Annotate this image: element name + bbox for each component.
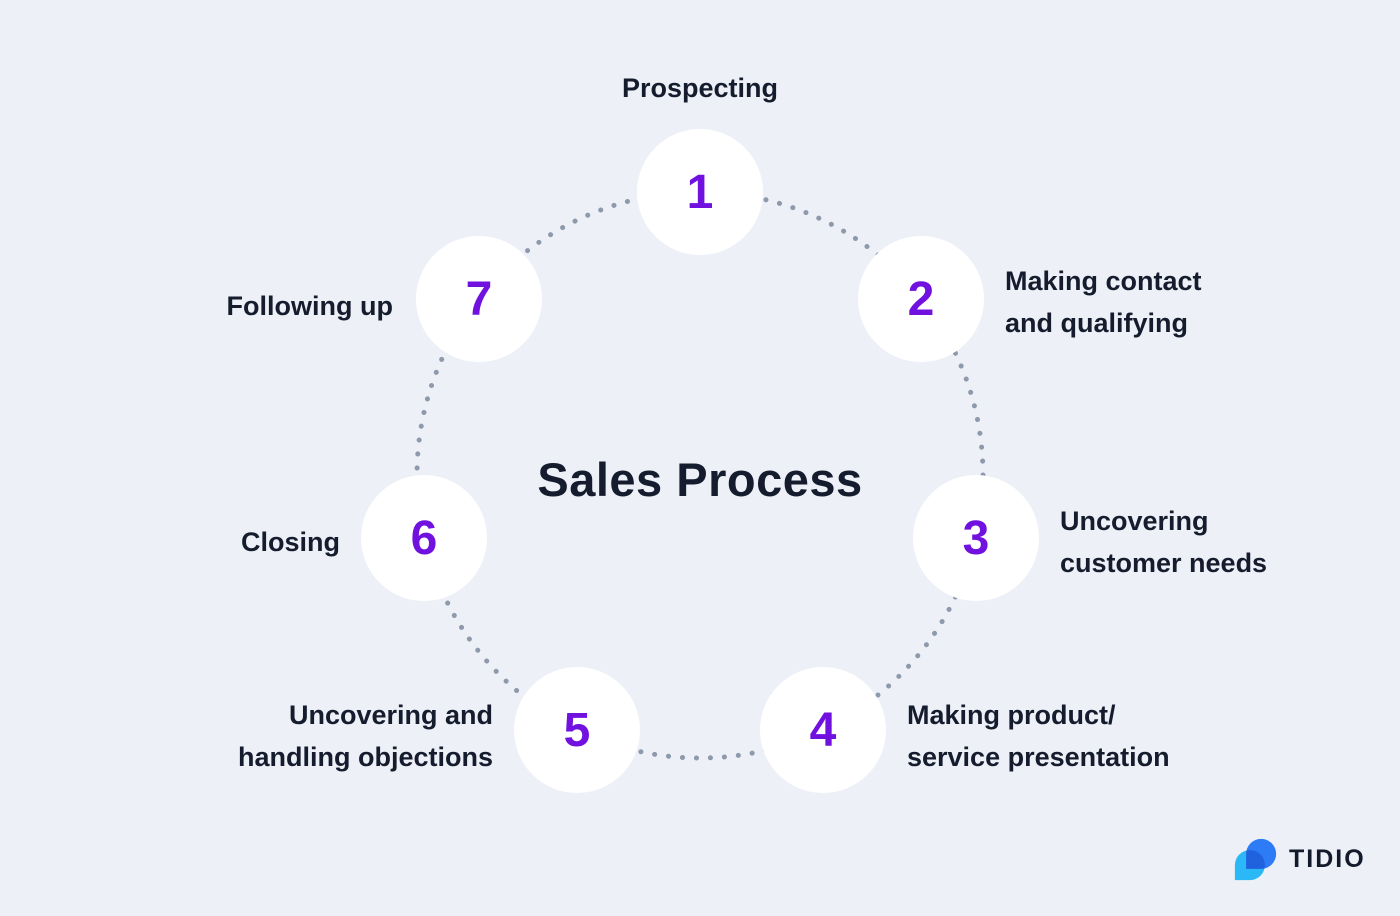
step-1-label-line: Prospecting xyxy=(621,73,779,103)
tidio-wordmark: TIDIO xyxy=(1289,845,1366,873)
step-7-number: 7 xyxy=(465,272,493,326)
step-4-number: 4 xyxy=(809,703,837,757)
step-6-number: 6 xyxy=(410,511,438,565)
step-3-label-line: Uncovering xyxy=(1060,506,1209,536)
step-5-label: Uncovering and handling objections xyxy=(133,694,493,778)
step-3-label-line: customer needs xyxy=(1060,548,1268,578)
step-5-label-line: handling objections xyxy=(238,742,493,772)
step-4-label-line: service presentation xyxy=(907,742,1170,772)
step-4-circle: 4 xyxy=(760,667,886,793)
step-3-label: Uncovering customer needs xyxy=(1060,500,1390,584)
step-5-number: 5 xyxy=(563,703,591,757)
step-5-label-line: Uncovering and xyxy=(288,700,493,730)
step-4-label-line: Making product/ xyxy=(907,700,1116,730)
tidio-logo: TIDIO xyxy=(1233,837,1366,882)
step-2-label-line: Making contact xyxy=(1005,266,1202,296)
step-1-circle: 1 xyxy=(637,129,763,255)
step-3-number: 3 xyxy=(962,511,990,565)
step-6-label: Closing xyxy=(80,521,340,563)
step-3-circle: 3 xyxy=(913,475,1039,601)
step-2-label-line: and qualifying xyxy=(1005,308,1189,338)
step-6-circle: 6 xyxy=(361,475,487,601)
step-7-label-line: Following up xyxy=(226,291,393,321)
diagram-title: Sales Process xyxy=(537,453,863,506)
step-7-circle: 7 xyxy=(416,236,542,362)
step-2-number: 2 xyxy=(907,272,935,326)
tidio-logo-icon xyxy=(1234,838,1277,881)
step-1-number: 1 xyxy=(686,165,714,219)
step-7-label: Following up xyxy=(83,285,393,327)
step-2-label: Making contact and qualifying xyxy=(1005,260,1385,344)
step-2-circle: 2 xyxy=(858,236,984,362)
step-4-label: Making product/ service presentation xyxy=(907,694,1307,778)
step-1-label: Prospecting xyxy=(500,67,900,109)
step-5-circle: 5 xyxy=(514,667,640,793)
step-6-label-line: Closing xyxy=(241,527,340,557)
